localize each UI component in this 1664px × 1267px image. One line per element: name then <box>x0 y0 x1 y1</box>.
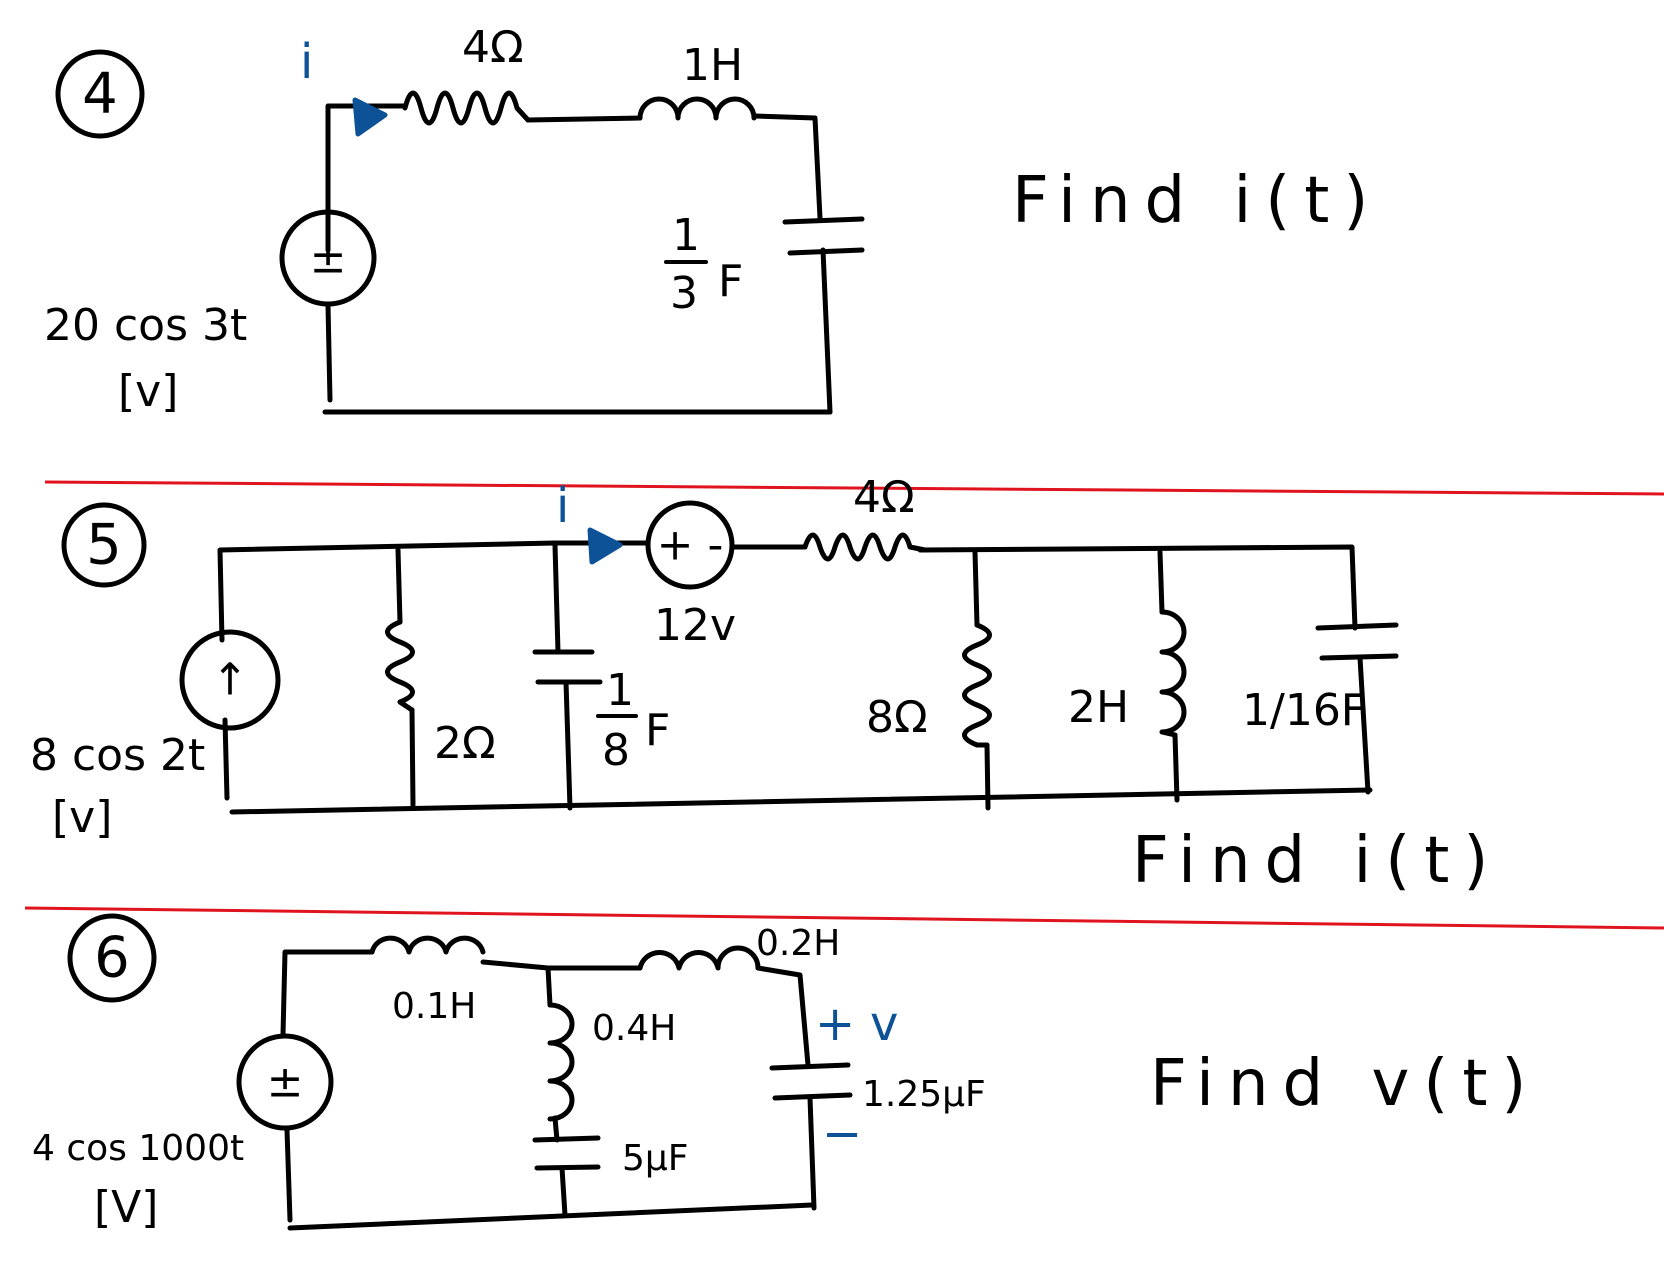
p5-wire-top-left <box>217 540 651 643</box>
p5-inductor-2h <box>1159 609 1187 738</box>
p5-current-arrow-icon <box>587 527 623 565</box>
p6-capacitor-2-plate-top <box>769 1062 851 1071</box>
problem-6: 6 0.1H 0.2H 0.4H 5μF 1.25μF + v − ± 4 co… <box>32 913 1540 1233</box>
p6-source-value: 4 cos 1000t <box>32 1128 244 1169</box>
p6-wire-right-bottom <box>807 1095 817 1211</box>
p6-wire-mid-branch <box>545 965 568 1218</box>
p4-capacitor-unit: F <box>718 256 743 307</box>
p4-source-unit: [v] <box>118 366 178 417</box>
p5-current-label: i <box>556 478 569 534</box>
p6-v-minus: − <box>822 1106 862 1162</box>
p4-wire-right-bottom <box>820 247 833 415</box>
p4-wire-left-top <box>325 103 408 253</box>
p5-capacitor-1-unit: F <box>645 705 670 756</box>
problem-4-number-circle <box>55 49 145 139</box>
p4-capacitor-plate-top <box>782 216 865 225</box>
p5-voltage-source-value: 12v <box>654 600 736 651</box>
p5-capacitor-2-label: 1/16F <box>1242 685 1366 736</box>
p4-capacitor-denominator: 3 <box>670 268 698 319</box>
p5-capacitor-2-plate-top <box>1315 622 1399 631</box>
p6-source-symbol: ± <box>267 1057 304 1108</box>
p5-wire-r8 <box>972 549 991 811</box>
divider-line-1 <box>44 480 1664 496</box>
p6-v-plus: + <box>815 996 855 1052</box>
p4-inductor <box>637 96 757 121</box>
p5-voltage-source-symbol: + - <box>657 520 724 571</box>
p5-resistor-2-label: 2Ω <box>434 718 496 769</box>
p4-task: Find i(t) <box>1012 164 1382 238</box>
p5-wire-bottom <box>229 787 1373 815</box>
p6-wire-top-mid <box>480 959 643 971</box>
p5-resistor-4 <box>802 532 928 562</box>
p5-current-source <box>179 629 281 731</box>
p6-capacitor-1-label: 5μF <box>622 1138 689 1179</box>
p5-wire-l2 <box>1157 549 1180 803</box>
p4-capacitor-plate-bottom <box>787 247 865 256</box>
problem-5: 5 ↑ 8 cos 2t [v] 2Ω 1 8 F i + - 12v <box>30 472 1502 898</box>
p4-current-arrow-icon <box>352 97 388 137</box>
p5-current-source-value: 8 cos 2t <box>30 730 205 781</box>
p6-capacitor-1-plate-top <box>532 1135 601 1143</box>
p6-capacitor-2-label: 1.25μF <box>862 1074 986 1115</box>
p5-resistor-8-label: 8Ω <box>866 692 928 743</box>
p5-resistor-2 <box>385 619 415 713</box>
divider-line-2 <box>24 906 1664 930</box>
p4-resistor-label: 4Ω <box>462 22 524 73</box>
p4-wire-mid <box>525 115 643 123</box>
problem-5-number: 5 <box>86 513 122 578</box>
p6-inductor-3-label: 0.4H <box>592 1008 676 1049</box>
p6-v-label: v <box>870 996 898 1052</box>
p5-resistor-4-label: 4Ω <box>853 472 915 523</box>
p5-task: Find i(t) <box>1132 824 1502 898</box>
p5-wire-c1 <box>552 542 573 811</box>
p5-current-source-arrow-icon: ↑ <box>212 655 249 706</box>
p4-source-symbol: ± <box>310 233 347 284</box>
p5-capacitor-1-numerator: 1 <box>606 665 634 716</box>
p5-wire-top-right <box>917 544 1358 631</box>
p4-capacitor-numerator: 1 <box>672 210 700 261</box>
p6-inductor-3 <box>547 1002 575 1122</box>
p6-voltage-source <box>236 1033 334 1131</box>
p6-capacitor-2-plate-bottom <box>772 1092 853 1101</box>
problem-4: 4 4Ω 1H 1 3 F ± 20 cos 3t [v] i Find i( <box>44 22 1382 417</box>
problem-4-number: 4 <box>82 62 118 127</box>
p4-wire-left-bottom <box>325 302 333 403</box>
p5-capacitor-1-denominator: 8 <box>602 725 630 776</box>
p6-inductor-2 <box>637 945 761 971</box>
p4-inductor-label: 1H <box>682 40 743 91</box>
p5-capacitor-1-label: 1 8 F <box>596 665 670 776</box>
p5-capacitor-2-plate-bottom <box>1319 653 1399 661</box>
p5-resistor-8 <box>962 622 992 748</box>
p5-wire-c2 <box>1357 655 1371 795</box>
p4-resistor <box>402 90 531 126</box>
p6-inductor-1 <box>369 935 486 955</box>
problem-6-number: 6 <box>94 926 130 991</box>
p6-inductor-1-label: 0.1H <box>392 986 476 1027</box>
p6-source-unit: [V] <box>94 1182 158 1233</box>
p6-wire-bottom <box>287 1202 815 1231</box>
p6-wire-left-top <box>280 949 375 1038</box>
p4-current-label: i <box>300 34 313 90</box>
p6-task: Find v(t) <box>1150 1047 1540 1121</box>
problem-6-number-circle <box>67 913 157 1003</box>
p6-wire-top-right <box>755 965 811 1068</box>
p4-wire-right-top <box>752 113 823 221</box>
p6-capacitor-1-plate-bottom <box>534 1164 601 1171</box>
p5-wire-current-source-bottom <box>222 717 230 801</box>
p4-voltage-source <box>279 209 377 307</box>
p5-wire-r2 <box>395 547 416 808</box>
p6-wire-left-bottom <box>284 1127 293 1223</box>
p4-source-value: 20 cos 3t <box>44 300 247 351</box>
problem-5-number-circle <box>61 502 147 588</box>
p5-current-source-unit: [v] <box>52 792 112 843</box>
p5-voltage-source <box>645 500 735 590</box>
p5-inductor-label: 2H <box>1068 682 1129 733</box>
p4-capacitor-label: 1 3 F <box>664 210 743 319</box>
p6-inductor-2-label: 0.2H <box>756 923 840 964</box>
